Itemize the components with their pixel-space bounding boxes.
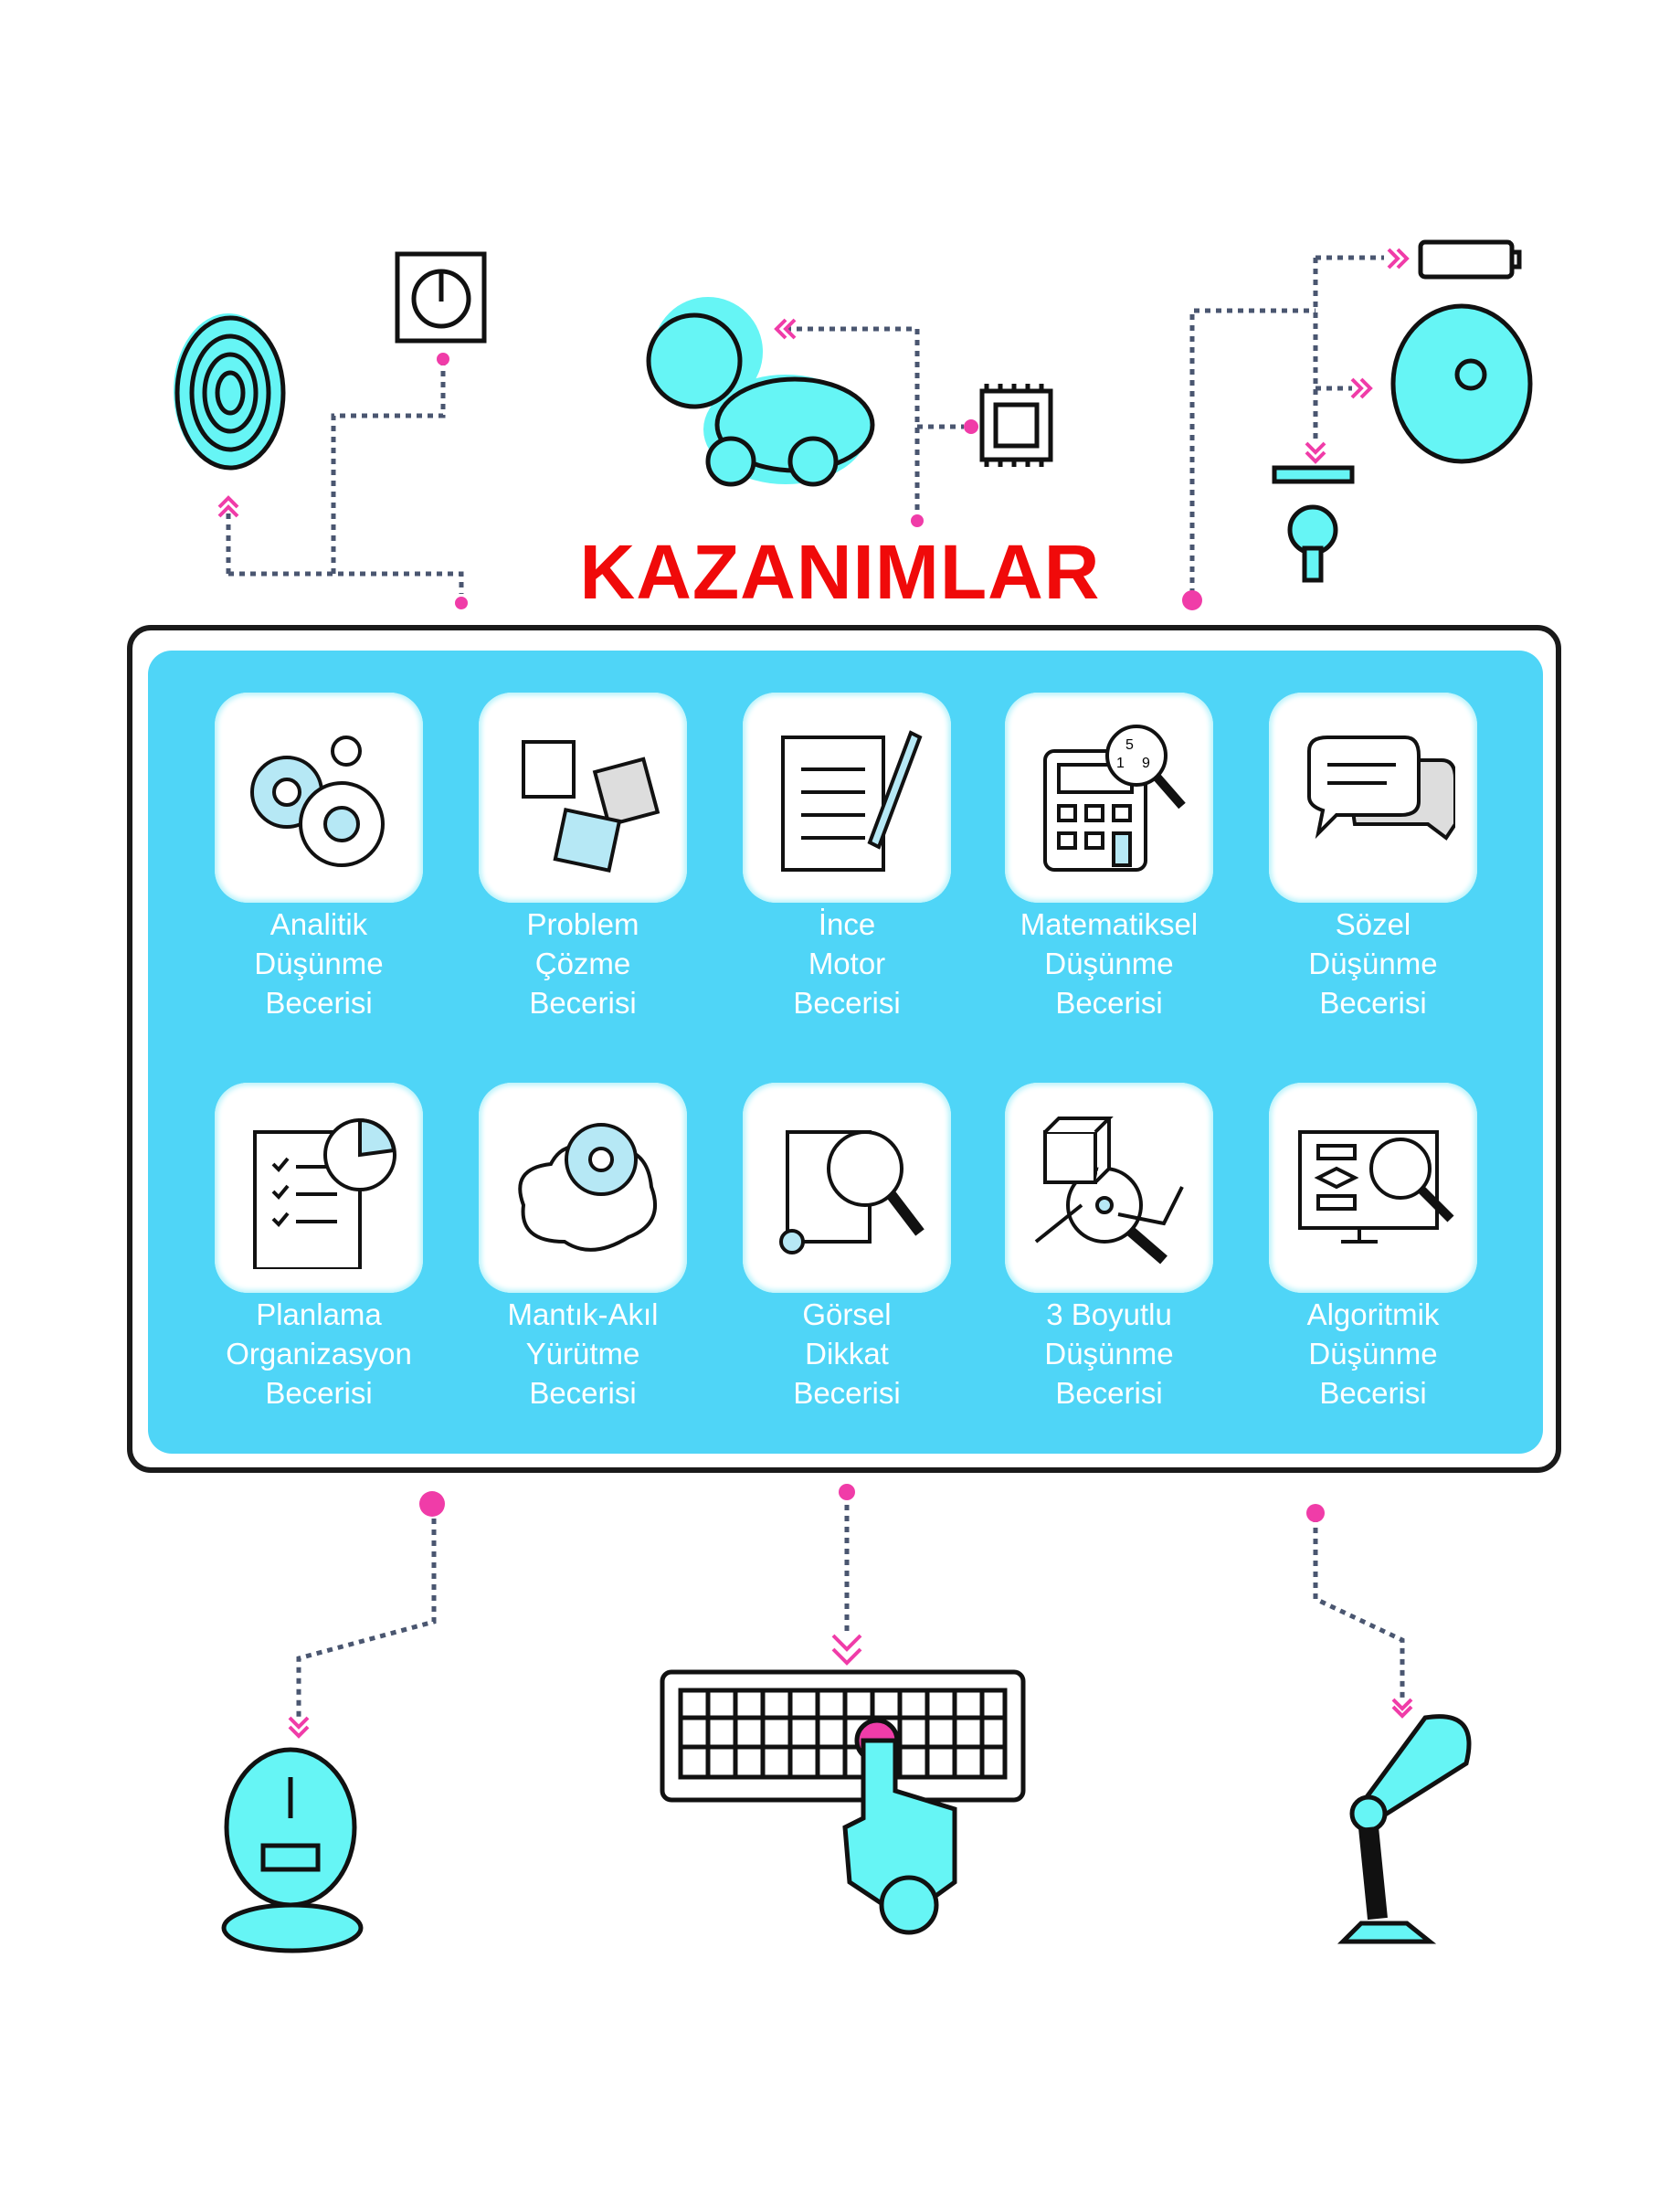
skill-label-line: Becerisi <box>265 986 373 1020</box>
skill-card <box>1269 1083 1477 1293</box>
usb-robot-head-icon <box>221 1747 364 1953</box>
skill-label-line: Becerisi <box>1055 1376 1163 1410</box>
calculator-digit: 1 <box>1116 756 1125 771</box>
keyboard-icon <box>660 1669 1026 1803</box>
skill-label-line: Dikkat <box>805 1337 889 1371</box>
brain-gear-icon <box>518 1123 657 1252</box>
calculator-icon: 51 9 <box>1043 725 1186 872</box>
skill-card <box>215 693 423 903</box>
skill-label-line: Düşünme <box>1044 947 1174 980</box>
skill-card <box>479 693 687 903</box>
skill-label-line: Düşünme <box>1044 1337 1174 1371</box>
monitor-frame <box>127 625 1561 1473</box>
robot-hand-pressing-key-icon <box>842 1718 957 1935</box>
battery-icon <box>1418 239 1522 280</box>
document-magnifier-icon <box>779 1130 925 1254</box>
skill-label-line: Düşünme <box>254 947 384 980</box>
skill-label-line: Düşünme <box>1308 947 1438 980</box>
skill-label-line: İnce <box>818 907 876 941</box>
skill-label-line: Algoritmik <box>1306 1297 1440 1331</box>
skill-label-line: Becerisi <box>1055 986 1163 1020</box>
skill-label-line: Becerisi <box>529 986 637 1020</box>
skill-label-line: Çözme <box>534 947 631 980</box>
skill-label-line: Motor <box>808 947 886 980</box>
robot-head-icon <box>1390 303 1533 464</box>
skill-label-line: Mantık-Akıl <box>507 1297 659 1331</box>
calculator-digit: 9 <box>1142 756 1150 771</box>
skill-label-line: Becerisi <box>529 1376 637 1410</box>
skill-label-line: Sözel <box>1335 907 1411 941</box>
skill-card <box>743 693 951 903</box>
skill-label-line: Düşünme <box>1308 1337 1438 1371</box>
flowchart-monitor-icon <box>1298 1130 1454 1244</box>
skill-label-line: Analitik <box>269 907 368 941</box>
skill-label-line: 3 Boyutlu <box>1046 1297 1172 1331</box>
skill-label-line: Görsel <box>802 1297 892 1331</box>
robot-arm-icon <box>1337 1714 1472 1944</box>
robot-dog-icon <box>646 297 875 487</box>
skill-card <box>215 1083 423 1293</box>
skill-label-line: Becerisi <box>1319 1376 1427 1410</box>
page-title: KAZANIMLAR <box>579 529 1101 615</box>
skill-label-line: Yürütme <box>525 1337 640 1371</box>
microchip-icon <box>979 384 1053 467</box>
power-button-icon <box>395 251 487 344</box>
robot-claw-icon <box>1272 465 1355 583</box>
calculator-digit: 5 <box>1125 737 1134 753</box>
skill-card <box>1005 1083 1213 1293</box>
skill-label-line: Planlama <box>256 1297 382 1331</box>
skill-label-line: Problem <box>526 907 639 941</box>
skill-card <box>479 1083 687 1293</box>
gears-icon <box>250 736 385 867</box>
skill-card <box>743 1083 951 1293</box>
cube-magnifier-icon <box>1034 1117 1184 1265</box>
fingerprint-icon <box>174 313 286 471</box>
skill-label-line: Organizasyon <box>226 1337 412 1371</box>
skill-label-line: Becerisi <box>793 1376 901 1410</box>
skill-label-line: Becerisi <box>1319 986 1427 1020</box>
speech-bubbles-icon <box>1307 736 1455 841</box>
puzzle-icon <box>522 740 660 873</box>
skill-label-line: Becerisi <box>265 1376 373 1410</box>
skill-label-line: Becerisi <box>793 986 901 1020</box>
clipboard-chart-icon <box>253 1117 396 1269</box>
skill-label-line: Matematiksel <box>1020 907 1199 941</box>
skill-card <box>1269 693 1477 903</box>
notepad-pen-icon <box>781 730 923 872</box>
